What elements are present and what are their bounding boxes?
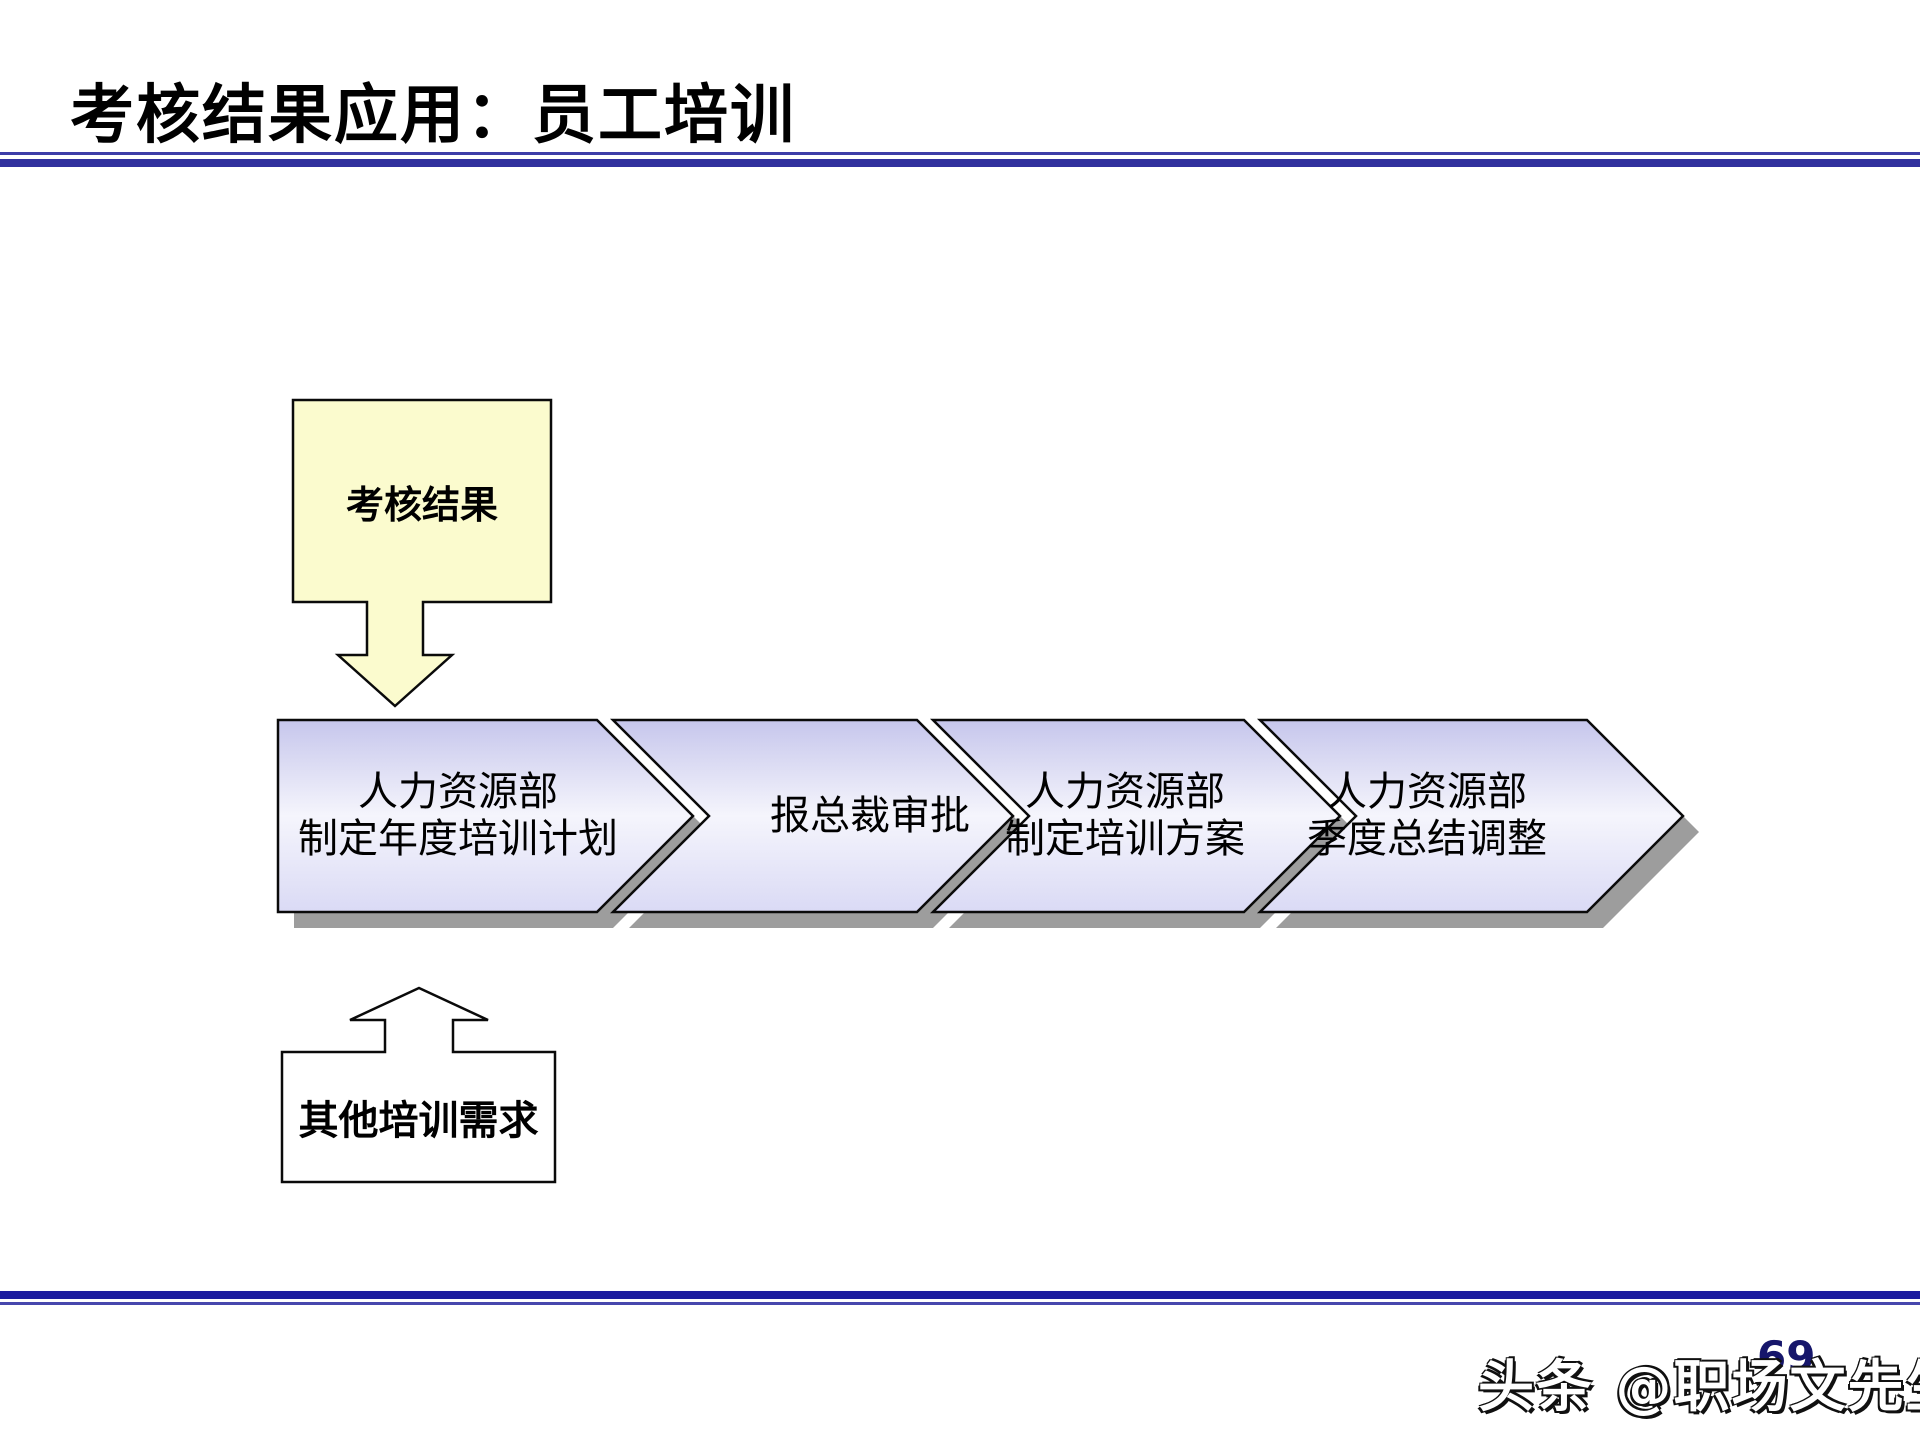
step-2-label: 报总裁审批 (700, 720, 1040, 912)
step-3-line-2: 制定培训方案 (1005, 816, 1245, 862)
step-1-line-1: 人力资源部 (358, 769, 558, 815)
chevron-step-3 (929, 718, 1342, 914)
chevron-step-2 (609, 718, 1015, 914)
footer-rule-thin (0, 1302, 1920, 1305)
step-4-line-1: 人力资源部 (1327, 769, 1527, 815)
assessment-result-callout (291, 398, 553, 708)
page-title: 考核结果应用：员工培训 (70, 79, 796, 153)
assessment-result-label: 考核结果 (345, 482, 498, 527)
chevron-step-1 (276, 718, 695, 914)
step-2-line-1: 报总裁审批 (770, 792, 970, 839)
step-3-label: 人力资源部 制定培训方案 (950, 720, 1300, 912)
step-4-line-2: 季度总结调整 (1307, 816, 1547, 862)
header-rule-thick (0, 159, 1920, 167)
other-training-needs-callout (280, 986, 557, 1184)
chevron-step-4 (1256, 718, 1685, 914)
step-1-line-2: 制定年度培训计划 (298, 816, 618, 862)
header-rule-thin (0, 152, 1920, 155)
watermark: 头条 @职场文先生 (1478, 1355, 1920, 1420)
page-number: 69 (1757, 1332, 1816, 1381)
footer-rule-thick (0, 1291, 1920, 1299)
step-1-label: 人力资源部 制定年度培训计划 (258, 720, 658, 912)
step-4-label: 人力资源部 季度总结调整 (1250, 720, 1604, 912)
other-training-needs-label: 其他培训需求 (298, 1098, 539, 1144)
step-3-line-1: 人力资源部 (1025, 769, 1225, 815)
